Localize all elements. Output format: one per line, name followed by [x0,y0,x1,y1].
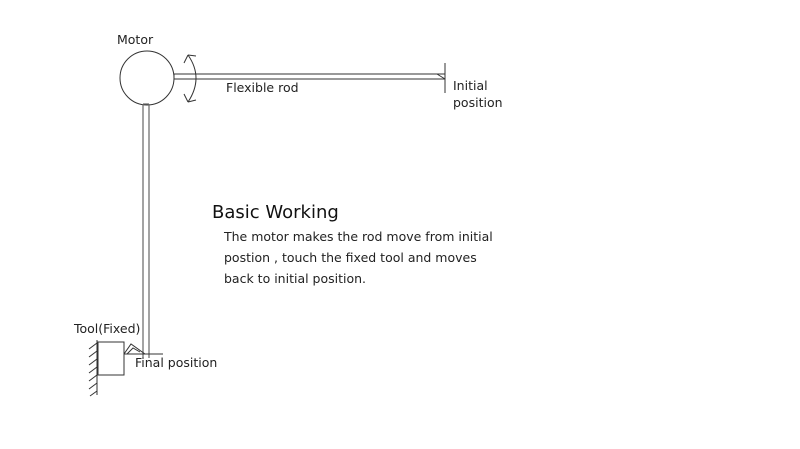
tool-block [97,341,125,376]
tool-label: Tool(Fixed) [74,321,141,336]
initial-position-label-line1: Initial [453,78,488,93]
flexible-rod-label: Flexible rod [226,80,299,95]
rotation-arrow-icon [183,54,197,103]
initial-position-label-line2: position [453,95,503,110]
tool-tip [123,343,146,355]
rod-vertical [142,103,150,358]
flexible-rod-horizontal [173,73,446,80]
motor-circle [119,50,175,106]
description-line: postion , touch the fixed tool and moves [224,250,477,265]
final-position-label: Final position [135,355,218,370]
description-text: The motor makes the rod move from initia… [224,226,524,289]
description-line: The motor makes the rod move from initia… [224,229,493,244]
description-title: Basic Working [212,202,339,223]
hatched-wall-icon [88,340,98,397]
motor-label: Motor [117,32,154,47]
description-line: back to initial position. [224,271,367,286]
